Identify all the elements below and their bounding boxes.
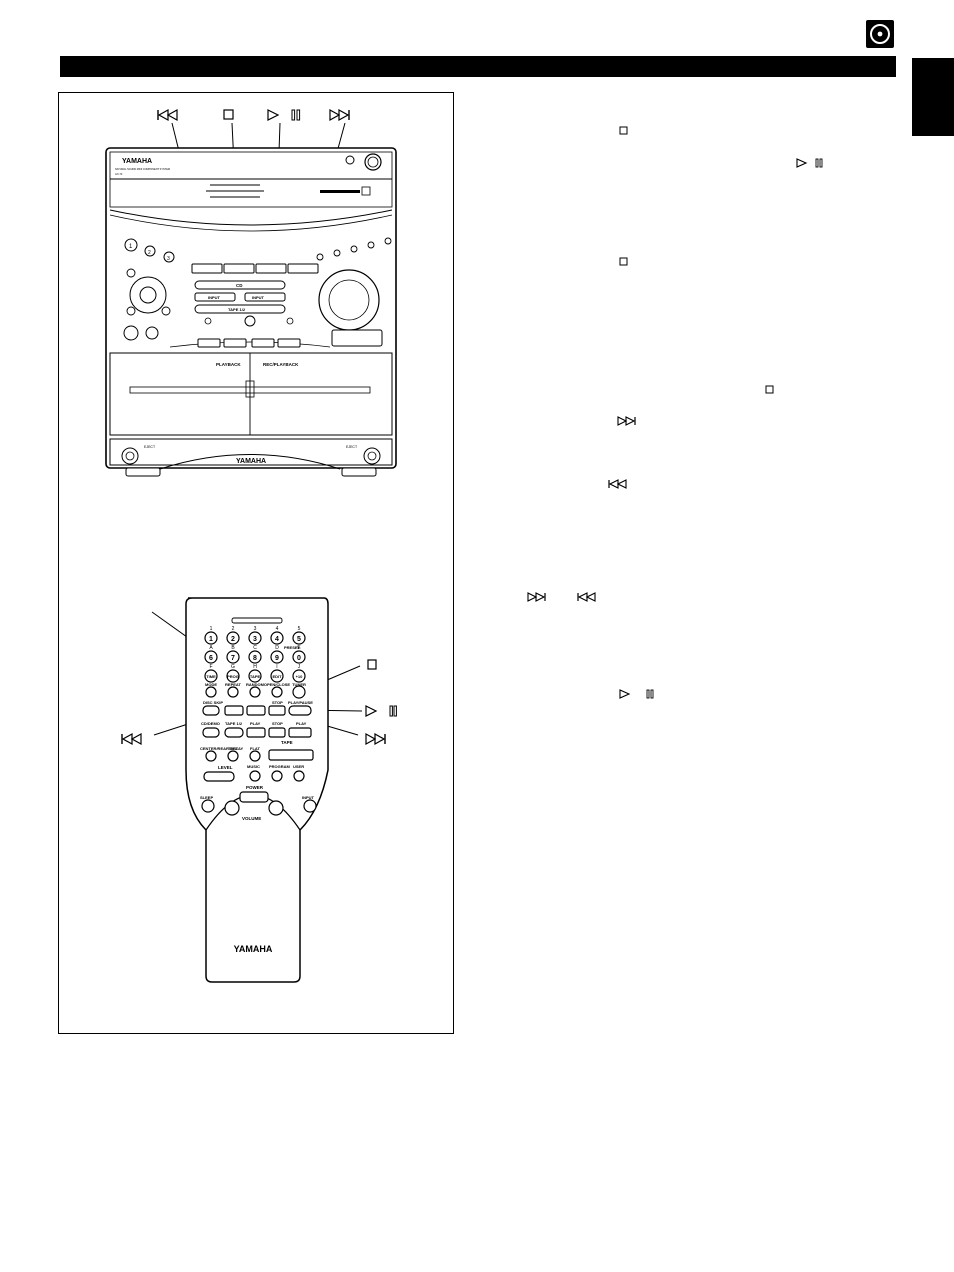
play-pause-icon [267,109,301,121]
input-left-label: INPUT [208,295,221,300]
remote-label-3: 3 [254,626,257,632]
language-side-tab [912,58,954,136]
remote-volume-label: VOLUME [242,816,261,821]
remote-disc-skip-label: DISC SKIP [203,700,223,705]
remote-key-6: 6 [209,655,213,662]
remote-brand: YAMAHA [234,944,273,954]
skip-forward-icon [617,416,636,426]
remote-letter-a: A [209,645,213,651]
remote-test-label: TEST [228,746,239,751]
remote-time-key: TIME [206,674,216,679]
compact-disc-icon [866,20,894,48]
remote-tape-section-label: TAPE [281,740,293,745]
remote-user-label: USER [293,764,304,769]
remote-program-label: PROGRAM [269,764,291,769]
remote-play2-label: PLAY [296,721,307,726]
remote-preset-label: PRESET [284,645,301,650]
remote-letter-e: E [297,645,301,651]
remote-control-illustration: 1 2 3 4 5 6 7 8 9 0 1 2 3 4 5 A B C D E … [151,597,363,983]
remote-center-rear-label: CENTER/REAR DELAY [200,746,244,751]
main-unit-illustration: YAMAHA NATURAL SOUND MINI COMPONENT SYST… [105,122,397,477]
input-right-label: INPUT [252,295,265,300]
stop-square-icon [367,659,377,670]
remote-key-2: 2 [231,636,235,643]
disc-2-label: 2 [148,250,151,256]
top-callout-glyphs [157,108,350,122]
remote-label-5: 5 [298,626,301,632]
remote-letter-h: H [253,664,257,670]
remote-tape12-label: TAPE 1/2 [225,721,243,726]
remote-key-5: 5 [297,636,301,643]
play-pause-icon [365,705,397,717]
remote-cd-demo-label: CD/DEMO [201,721,220,726]
remote-repeat-label: REPEAT [225,682,241,687]
stop-square-icon [223,109,234,120]
remote-edit-key: EDIT [272,674,282,679]
remote-letter-g: G [231,664,235,670]
skip-forward-icon [329,108,350,122]
remote-input-label: INPUT [302,795,315,800]
remote-prog-key: PROG [227,674,239,679]
remote-key-9: 9 [275,655,279,662]
eject-left-label: EJECT [144,445,156,449]
remote-play-label: PLAY [250,721,261,726]
remote-letter-c: C [253,645,257,651]
play-pause-icon [619,689,654,699]
tape-selector-label: TAPE 1/2 [228,307,246,312]
figure-frame [58,92,454,1034]
remote-open-close-label: OPEN/CLOSE [264,682,291,687]
skip-back-icon [121,732,142,746]
remote-tuner-label: TUNER [292,682,306,687]
skip-forward-icon [365,732,386,746]
remote-sleep-label: SLEEP [200,795,213,800]
remote-music-label: MUSIC [247,764,260,769]
text-column-glyphs [527,126,823,699]
remote-label-4: 4 [276,626,279,632]
remote-tape-key: TAPE [250,674,261,679]
remote-letter-i: I [276,664,277,670]
deck-playback-label: PLAYBACK [216,362,241,367]
remote-key-7: 7 [231,655,235,662]
remote-letter-b: B [231,645,235,651]
unit-model-line: NATURAL SOUND MINI COMPONENT SYSTEM [115,168,170,171]
unit-footer-brand: YAMAHA [236,458,266,465]
remote-plus10-key: +10 [296,674,304,679]
remote-level-label: LEVEL [218,765,233,770]
eject-right-label: EJECT [346,445,358,449]
play-pause-icon [796,158,823,168]
disc-1-label: 1 [129,244,133,250]
section-header-bar [60,56,896,77]
remote-letter-f: F [209,664,212,670]
remote-callout-glyphs [121,659,397,746]
remote-random-label: RANDOM [246,682,265,687]
skip-back-icon [608,479,627,489]
remote-letter-d: D [275,645,279,651]
cd-selector-label: CD [236,283,243,288]
remote-key-4: 4 [275,636,279,643]
remote-label-1: 1 [210,626,213,632]
deck-rec-playback-label: REC/PLAYBACK [263,362,299,367]
remote-label-2: 2 [232,626,235,632]
remote-stop-label: STOP [272,700,283,705]
remote-key-0: 0 [297,655,301,662]
remote-key-8: 8 [253,655,257,662]
unit-model-number: GX-70 [115,173,123,176]
remote-play-pause-label: PLAY/PAUSE [288,700,313,705]
remote-flat-label: FLAT [250,746,260,751]
remote-mode-label: MODE [205,682,217,687]
skip-back-icon [157,108,178,122]
stop-square-icon [619,257,628,266]
remote-key-1: 1 [209,636,213,643]
skip-forward-icon [527,592,546,602]
skip-back-icon [577,592,596,602]
remote-stop2-label: STOP [272,721,283,726]
stop-square-icon [619,126,628,135]
remote-letter-j: J [298,664,301,670]
remote-key-3: 3 [253,636,257,643]
unit-brand: YAMAHA [122,158,152,165]
remote-power-label: POWER [246,785,264,790]
stop-square-icon [765,385,774,394]
disc-3-label: 3 [167,256,170,262]
